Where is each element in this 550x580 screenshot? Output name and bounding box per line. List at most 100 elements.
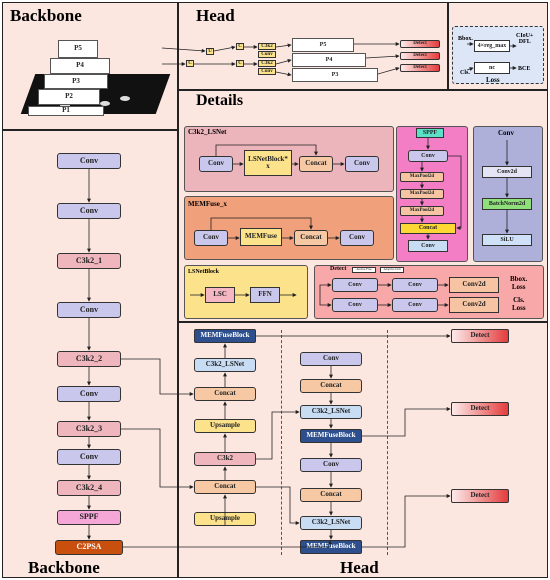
mini-conv-1-label: Conv xyxy=(261,51,273,57)
neck-conv-right-2: Conv xyxy=(300,458,362,472)
lsc-label: LSC xyxy=(213,290,227,299)
backbone-conv-1: Conv xyxy=(57,153,121,169)
neck-concat-left-2: Concat xyxy=(194,480,256,494)
memfuse-x-detail xyxy=(184,196,394,260)
head-title-top: Head xyxy=(196,6,235,25)
mini-detect-3-label: Detect xyxy=(413,65,427,71)
loss-reg-box: 4×reg_max xyxy=(474,40,510,52)
head-detect-2-label: Detect xyxy=(470,404,490,413)
ffn-label: FFN xyxy=(258,290,272,299)
lsnetblock-x: LSNetBlock* x xyxy=(244,150,292,176)
loss-bbox-label: Bbox. xyxy=(458,36,473,42)
c3k2-lsnet-conv-a: Conv xyxy=(199,156,233,172)
pyramid-p1: P1 xyxy=(28,106,104,116)
detect-conv-2a-label: Conv xyxy=(348,301,362,308)
pyramid-hole-1 xyxy=(60,103,70,108)
backbone-c2psa-label: C2PSA xyxy=(76,542,102,552)
detect-conv2d-2-label: Conv2d xyxy=(462,300,486,309)
mini-c3k2-2-label: C3k2 xyxy=(261,60,273,66)
loss-title: Loss xyxy=(486,76,500,84)
memfuse-x-detail-title: MEMFuse_x xyxy=(188,200,227,208)
pyramid-p2: P2 xyxy=(38,89,100,105)
neck-c3k2-lsnet-right-2: C3k2_LSNet xyxy=(300,516,362,530)
neck-c3k2-lsnet-left-label: C3k2_LSNet xyxy=(205,360,245,369)
mini-c3k2-2: C3k2 xyxy=(258,60,276,67)
pyramid-p2-label: P2 xyxy=(65,92,73,101)
sppf-detail-title-label: SPPF xyxy=(422,129,438,136)
mini-p3-block: P3 xyxy=(292,68,378,82)
head-detect-1: Detect xyxy=(451,329,509,343)
lsnetblock-x-label: LSNetBlock* x xyxy=(248,154,288,170)
backbone-c3k2-4-label: C3k2_4 xyxy=(75,482,103,492)
c3k2-lsnet-concat: Concat xyxy=(299,156,333,172)
sppf-maxpool-3: MaxPool2d xyxy=(400,206,444,216)
sppf-conv-b: Conv xyxy=(408,240,448,252)
conv-detail-bn: BatchNorm2d xyxy=(482,198,532,210)
loss-reg-label: 4×reg_max xyxy=(477,42,507,49)
detect-tag-anchor-label: Anchor-Free xyxy=(356,267,372,272)
detect-conv-1a-label: Conv xyxy=(348,281,362,288)
mini-c3k2-1-label: C3k2 xyxy=(261,43,273,49)
neck-concat-right-2: Concat xyxy=(300,488,362,502)
neck-concat-left-1-label: Concat xyxy=(214,389,236,398)
detect-conv-2a: Conv xyxy=(332,298,378,312)
mini-detect-3: Detect xyxy=(400,64,440,72)
lsnetblock-detail xyxy=(184,265,308,319)
detect-tag-adaptive: Adaptive Unit xyxy=(380,267,404,273)
neck-concat-right-2-label: Concat xyxy=(320,490,342,499)
backbone-c3k2-4: C3k2_4 xyxy=(57,480,121,496)
neck-memfuseblock-mid-label: MEMFuseBlock xyxy=(306,431,356,440)
neck-c3k2-lsnet-right-2-label: C3k2_LSNet xyxy=(311,518,351,527)
neck-conv-right-1-label: Conv xyxy=(323,354,339,363)
pyramid-p1-label: P1 xyxy=(62,106,70,115)
ffn-block: FFN xyxy=(250,287,280,303)
detect-tag-anchor: Anchor-Free xyxy=(352,267,376,273)
memfuse-x-conv-b-label: Conv xyxy=(349,233,365,242)
head-divider-2 xyxy=(387,330,388,555)
c3k2-lsnet-conv-a-label: Conv xyxy=(208,159,224,168)
conv-detail-conv2d: Conv2d xyxy=(482,166,532,178)
pyramid-p3: P3 xyxy=(44,74,108,89)
backbone-conv-3-label: Conv xyxy=(79,304,99,314)
mini-c3k2-1: C3k2 xyxy=(258,43,276,50)
head-detect-1-label: Detect xyxy=(470,331,490,340)
neck-upsample-1-label: Upsample xyxy=(210,421,240,430)
mini-c-1-label: C xyxy=(188,60,192,66)
neck-concat-left-1: Concat xyxy=(194,387,256,401)
backbone-c3k2-2: C3k2_2 xyxy=(57,351,121,367)
pyramid-p4-label: P4 xyxy=(76,61,84,70)
neck-memfuseblock-top-label: MEMFuseBlock xyxy=(200,331,250,340)
detect-conv2d-1: Conv2d xyxy=(449,277,499,293)
conv-detail-bn-label: BatchNorm2d xyxy=(488,200,526,207)
backbone-conv-1-label: Conv xyxy=(79,155,99,165)
memfuse-x-conv-a: Conv xyxy=(194,230,228,246)
mini-p3-label: P3 xyxy=(331,71,339,78)
detect-conv2d-2: Conv2d xyxy=(449,297,499,313)
pyramid-p3-label: P3 xyxy=(72,76,80,85)
loss-ciou-label: CIoU+ DFL xyxy=(516,33,534,45)
sppf-concat: Concat xyxy=(400,223,456,234)
neck-c3k2-lsnet-right-1-label: C3k2_LSNet xyxy=(311,407,351,416)
backbone-title-bottom: Backbone xyxy=(28,558,100,577)
mini-conv-1: Conv xyxy=(258,51,276,58)
backbone-conv-2: Conv xyxy=(57,203,121,219)
backbone-conv-5-label: Conv xyxy=(79,451,99,461)
backbone-conv-5: Conv xyxy=(57,449,121,465)
loss-box xyxy=(452,26,544,84)
detect-cls-loss: Cls. Loss xyxy=(512,296,526,312)
backbone-sppf: SPPF xyxy=(57,510,121,525)
sppf-detail-title: SPPF xyxy=(416,128,444,138)
memfuse-core-label: MEMFuse xyxy=(245,232,277,241)
detect-conv-1b: Conv xyxy=(392,278,438,292)
detect-tag-adaptive-label: Adaptive Unit xyxy=(383,267,401,272)
backbone-c3k2-1-label: C3k2_1 xyxy=(75,255,103,265)
conv-detail-silu-label: SiLU xyxy=(500,236,514,243)
mini-p5-block: P5 xyxy=(292,38,354,52)
loss-bce-label: BCE xyxy=(518,66,531,72)
mini-detect-2: Detect xyxy=(400,52,440,60)
detect-conv-1b-label: Conv xyxy=(408,281,422,288)
sppf-conv-a: Conv xyxy=(408,150,448,162)
detect-conv-2b-label: Conv xyxy=(408,301,422,308)
neck-concat-right-1-label: Concat xyxy=(320,381,342,390)
